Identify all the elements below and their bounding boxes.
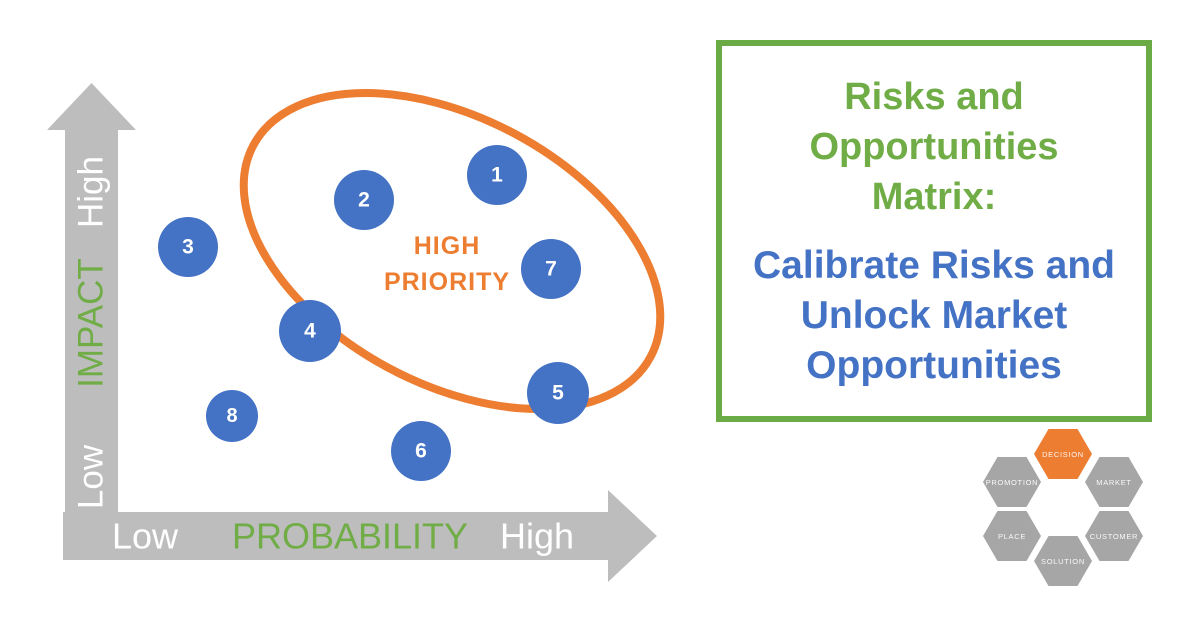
panel-title-line: Risks and — [844, 76, 1024, 118]
risk-point-label: 3 — [182, 236, 194, 259]
risk-point-label: 6 — [415, 440, 427, 463]
high-priority-label-line2: PRIORITY — [384, 268, 510, 296]
panel-title: Risks and Opportunities Matrix: — [722, 72, 1146, 222]
risk-point-label: 5 — [552, 382, 564, 405]
logo-hexagon-place: PLACE — [983, 511, 1041, 561]
high-priority-ellipse — [239, 89, 665, 413]
risk-point-label: 7 — [545, 258, 557, 281]
risk-point: 4 — [279, 300, 341, 362]
risk-point-label: 1 — [491, 164, 503, 187]
risk-point-label: 8 — [226, 405, 237, 427]
panel-subtitle-line: Opportunities — [806, 344, 1062, 387]
headline-panel: Risks and Opportunities Matrix: Calibrat… — [716, 40, 1152, 422]
logo-hexagon-label: MARKET — [1096, 477, 1132, 487]
panel-subtitle-line: Unlock Market — [800, 294, 1068, 337]
risk-point-label: 2 — [358, 189, 370, 212]
logo-hexagon-label: DECISION — [1042, 449, 1084, 459]
y-axis-low-label: Low — [72, 444, 111, 509]
logo-hexagon-promotion: PROMOTION — [983, 457, 1041, 507]
risk-point: 2 — [334, 170, 394, 230]
risk-matrix-chart: Low IMPACT High Low PROBABILITY High HIG… — [47, 83, 665, 582]
risk-point: 7 — [521, 239, 581, 299]
logo-hexagon-solution: SOLUTION — [1034, 536, 1092, 586]
risk-point: 3 — [158, 217, 218, 277]
high-priority-label-line1: HIGH — [414, 232, 481, 260]
panel-title-line: Opportunities — [809, 126, 1059, 168]
logo-hexagon-label: CUSTOMER — [1089, 531, 1139, 541]
x-axis-low-label: Low — [112, 516, 179, 557]
y-axis-high-label: High — [72, 156, 111, 228]
risk-point: 6 — [391, 421, 451, 481]
y-axis-arrow — [47, 83, 136, 560]
risk-point: 1 — [467, 145, 527, 205]
logo-hexagon-label: PROMOTION — [985, 477, 1039, 487]
logo-hexagon-market: MARKET — [1085, 457, 1143, 507]
logo-hexagon-decision: DECISION — [1034, 429, 1092, 479]
logo-hexagon-label: PLACE — [997, 531, 1027, 541]
panel-subtitle: Calibrate Risks and Unlock Market Opport… — [722, 241, 1146, 391]
risk-point: 5 — [527, 362, 589, 424]
x-axis-high-label: High — [500, 516, 574, 557]
x-axis-arrow — [63, 490, 657, 582]
panel-title-line: Matrix: — [871, 176, 997, 218]
x-axis-title: PROBABILITY — [232, 516, 468, 557]
logo-hexagon-customer: CUSTOMER — [1085, 511, 1143, 561]
risk-point: 8 — [206, 390, 258, 442]
y-axis-title: IMPACT — [72, 258, 111, 388]
panel-subtitle-line: Calibrate Risks and — [753, 244, 1115, 287]
risk-point-label: 4 — [304, 320, 316, 343]
logo-hexagon-label: SOLUTION — [1041, 556, 1085, 566]
